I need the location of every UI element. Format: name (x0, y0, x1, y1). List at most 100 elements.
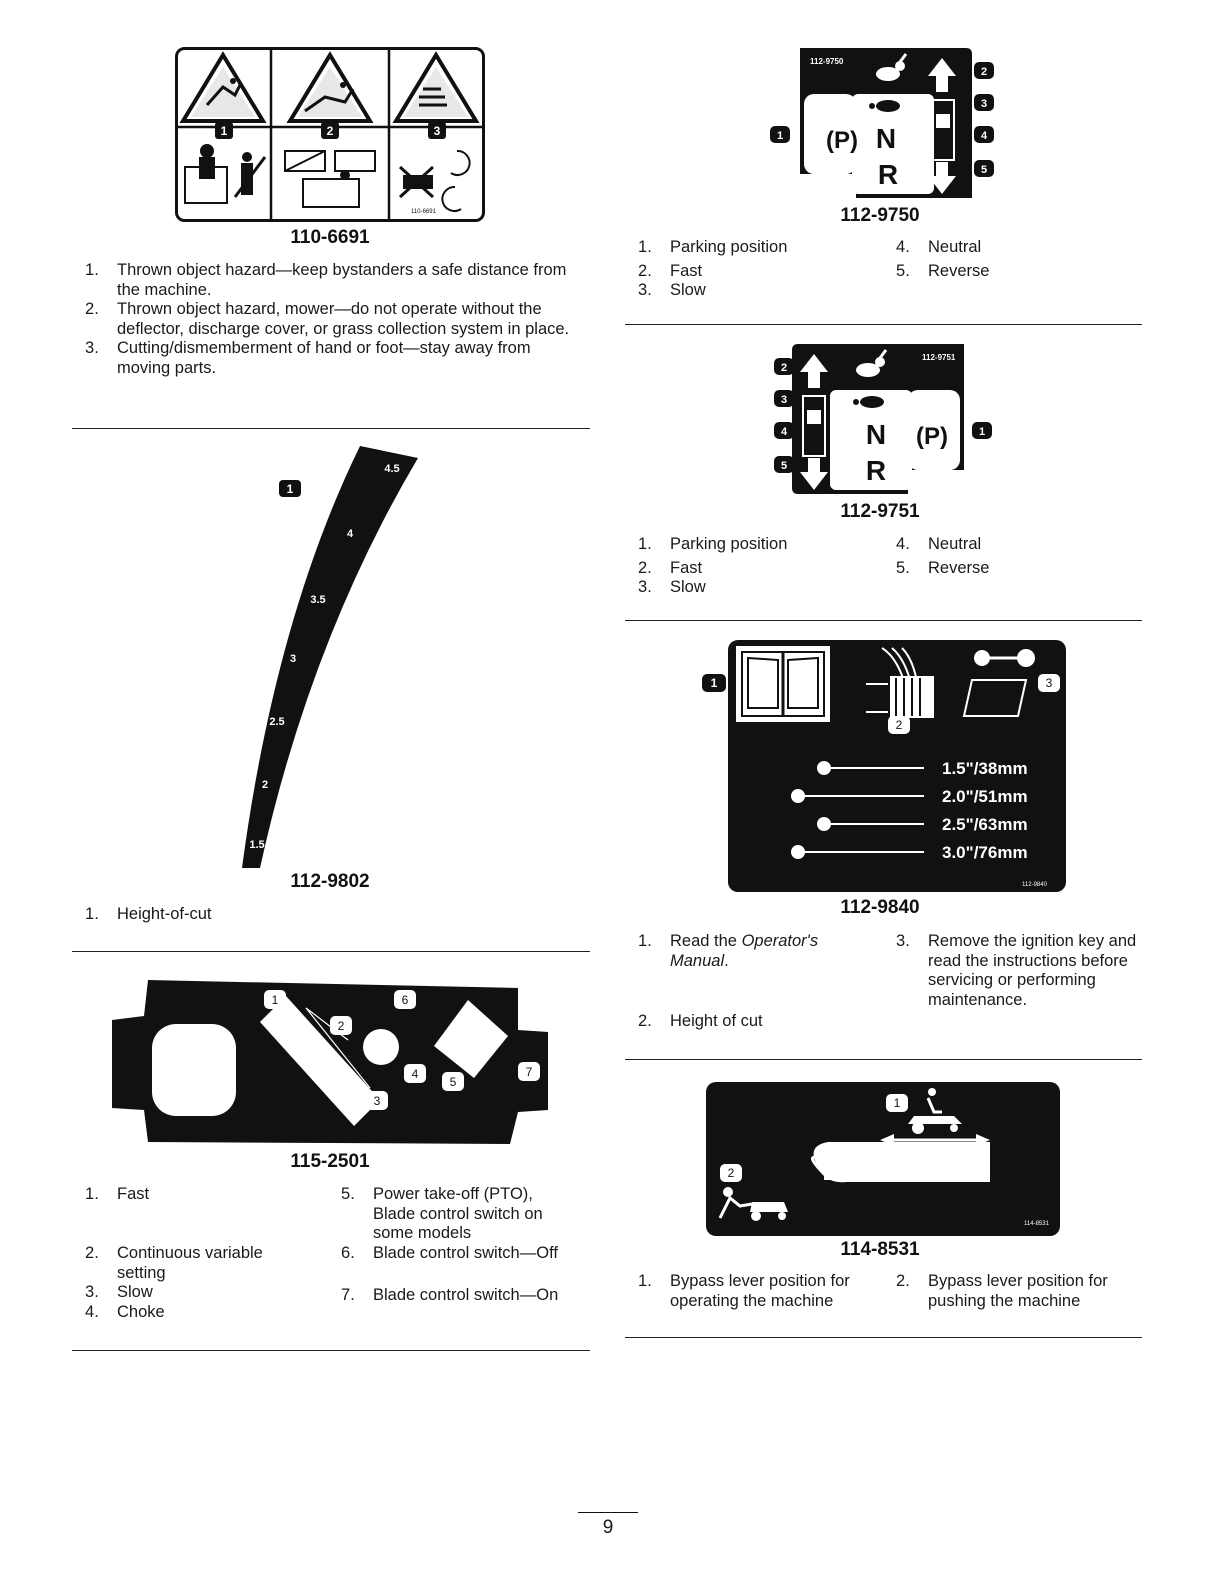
legend-110-6691: 1Thrown object hazard—keep bystanders a … (72, 261, 582, 378)
svg-text:2.5: 2.5 (269, 716, 284, 728)
decal-112-9751-image: 112-9751 N R (P) 1 2 3 4 5 (774, 344, 992, 494)
callout-2-icon: 2 (321, 122, 339, 139)
decal-small-code: 114-8531 (1024, 1221, 1050, 1227)
legend-112-9840-col2: 3Remove the ignition key and read the in… (883, 932, 1143, 1010)
callout-4-icon: 4 (974, 126, 994, 143)
callout-5-icon: 5 (442, 1072, 464, 1091)
svg-text:1: 1 (979, 426, 985, 438)
pushing-mower-icon (718, 1187, 788, 1221)
svg-text:4: 4 (981, 130, 988, 142)
callout-1-icon: 1 (264, 990, 286, 1009)
svg-text:4: 4 (347, 528, 354, 540)
svg-text:2: 2 (728, 1166, 735, 1180)
svg-text:2.5"/63mm: 2.5"/63mm (942, 815, 1028, 834)
callout-1-icon: 1 (215, 122, 233, 139)
height-row: 3.0"/76mm (791, 843, 1028, 862)
decal-114-8531-image: 1 2 114-8531 (706, 1082, 1060, 1236)
list-item: 1Parking position (625, 535, 875, 555)
callout-3-icon: 3 (366, 1091, 388, 1110)
mower-operator-icon (908, 1088, 962, 1134)
callout-3-icon: 3 (1038, 674, 1060, 692)
hand-foot-cutting-icon (398, 149, 471, 212)
svg-text:1: 1 (287, 482, 294, 496)
list-item: 2Fast (625, 559, 875, 579)
decal-112-9840-image: 1 2 3 1.5"/38mm 2.0"/51mm 2.5"/63mm 3.0"… (702, 640, 1066, 892)
decal-112-9750-image: 112-9750 (P) N R 1 2 3 4 5 (770, 48, 994, 198)
decal-110-6691-image: 1 2 3 110-6691 (175, 47, 485, 222)
svg-text:1: 1 (894, 1096, 901, 1110)
park-label: (P) (826, 127, 858, 154)
grass-height-icon (866, 647, 934, 718)
divider (72, 951, 590, 952)
list-item: 3Remove the ignition key and read the in… (883, 932, 1143, 1010)
legend-114-8531-col2: 2Bypass lever position for pushing the m… (883, 1272, 1138, 1311)
svg-text:3.5: 3.5 (310, 594, 325, 606)
list-item: 2Fast (625, 262, 875, 282)
warning-triangle-icon (286, 51, 374, 123)
height-row: 1.5"/38mm (817, 759, 1028, 778)
list-item: 2Bypass lever position for pushing the m… (883, 1272, 1138, 1311)
decal-small-code: 112-9840 (1022, 882, 1048, 888)
list-item: 1Height-of-cut (72, 905, 582, 925)
svg-text:3.0"/76mm: 3.0"/76mm (942, 843, 1028, 862)
neutral-label: N (866, 419, 886, 450)
svg-text:3: 3 (434, 124, 441, 138)
list-item: 7Blade control switch—On (328, 1286, 590, 1306)
svg-text:2: 2 (262, 779, 268, 791)
decal-title-112-9802: 112-9802 (290, 871, 370, 892)
callout-5-icon: 5 (974, 160, 994, 177)
arrow-up-icon (928, 58, 956, 92)
divider (625, 620, 1142, 621)
callout-3-icon: 3 (774, 390, 794, 407)
svg-text:2: 2 (327, 124, 334, 138)
mower-deflector-icon (284, 150, 376, 208)
svg-text:3: 3 (781, 394, 787, 406)
list-item: 4Neutral (883, 535, 1133, 555)
arrow-down-icon (800, 458, 828, 490)
svg-text:2: 2 (781, 362, 787, 374)
list-item: 5Reverse (883, 262, 1133, 282)
svg-text:1: 1 (221, 124, 228, 138)
svg-text:2.0"/51mm: 2.0"/51mm (942, 787, 1028, 806)
decal-title-110-6691: 110-6691 (290, 227, 370, 248)
tractor-top-icon (802, 395, 826, 457)
callout-7-icon: 7 (518, 1062, 540, 1081)
arrow-down-icon (928, 162, 956, 194)
tractor-top-icon (931, 99, 955, 161)
legend-112-9751-col2: 4Neutral 5Reverse (883, 535, 1133, 578)
list-item: 2Continuous variable setting (72, 1244, 297, 1283)
divider (625, 1337, 1142, 1338)
list-item: 3Slow (72, 1283, 332, 1303)
svg-text:3: 3 (1046, 676, 1053, 690)
svg-text:3: 3 (290, 653, 296, 665)
svg-text:3: 3 (374, 1094, 381, 1108)
svg-text:2: 2 (981, 66, 987, 78)
list-item: 1Parking position (625, 238, 875, 258)
turtle-slow-icon (853, 396, 884, 408)
list-item: 5Power take-off (PTO), Blade control swi… (328, 1185, 578, 1244)
warning-triangle-icon (179, 51, 267, 123)
callout-4-icon: 4 (404, 1064, 426, 1083)
svg-text:1.5"/38mm: 1.5"/38mm (942, 759, 1028, 778)
park-label: (P) (916, 423, 948, 450)
svg-text:2: 2 (896, 718, 903, 732)
svg-text:1.5: 1.5 (249, 839, 264, 851)
callout-1-icon: 1 (770, 126, 790, 143)
svg-text:4: 4 (781, 426, 788, 438)
legend-112-9750-col1: 1Parking position 2Fast 3Slow (625, 238, 875, 301)
rabbit-fast-icon (856, 349, 888, 377)
svg-text:2: 2 (338, 1019, 345, 1033)
callout-2-icon: 2 (974, 62, 994, 79)
divider (625, 1059, 1142, 1060)
decal-title-112-9750: 112-9750 (840, 205, 920, 226)
callout-3-icon: 3 (428, 122, 446, 139)
svg-text:5: 5 (981, 164, 987, 176)
ignition-key-icon (962, 649, 1035, 717)
list-item: 2Thrown object hazard, mower—do not oper… (72, 300, 582, 339)
height-row: 2.0"/51mm (791, 787, 1028, 806)
legend-112-9750-col2: 4Neutral 5Reverse (883, 238, 1133, 281)
reverse-label: R (878, 159, 898, 190)
callout-2-icon: 2 (330, 1016, 352, 1035)
list-item: 1Bypass lever position for operating the… (625, 1272, 870, 1311)
callout-2-icon: 2 (888, 716, 910, 734)
